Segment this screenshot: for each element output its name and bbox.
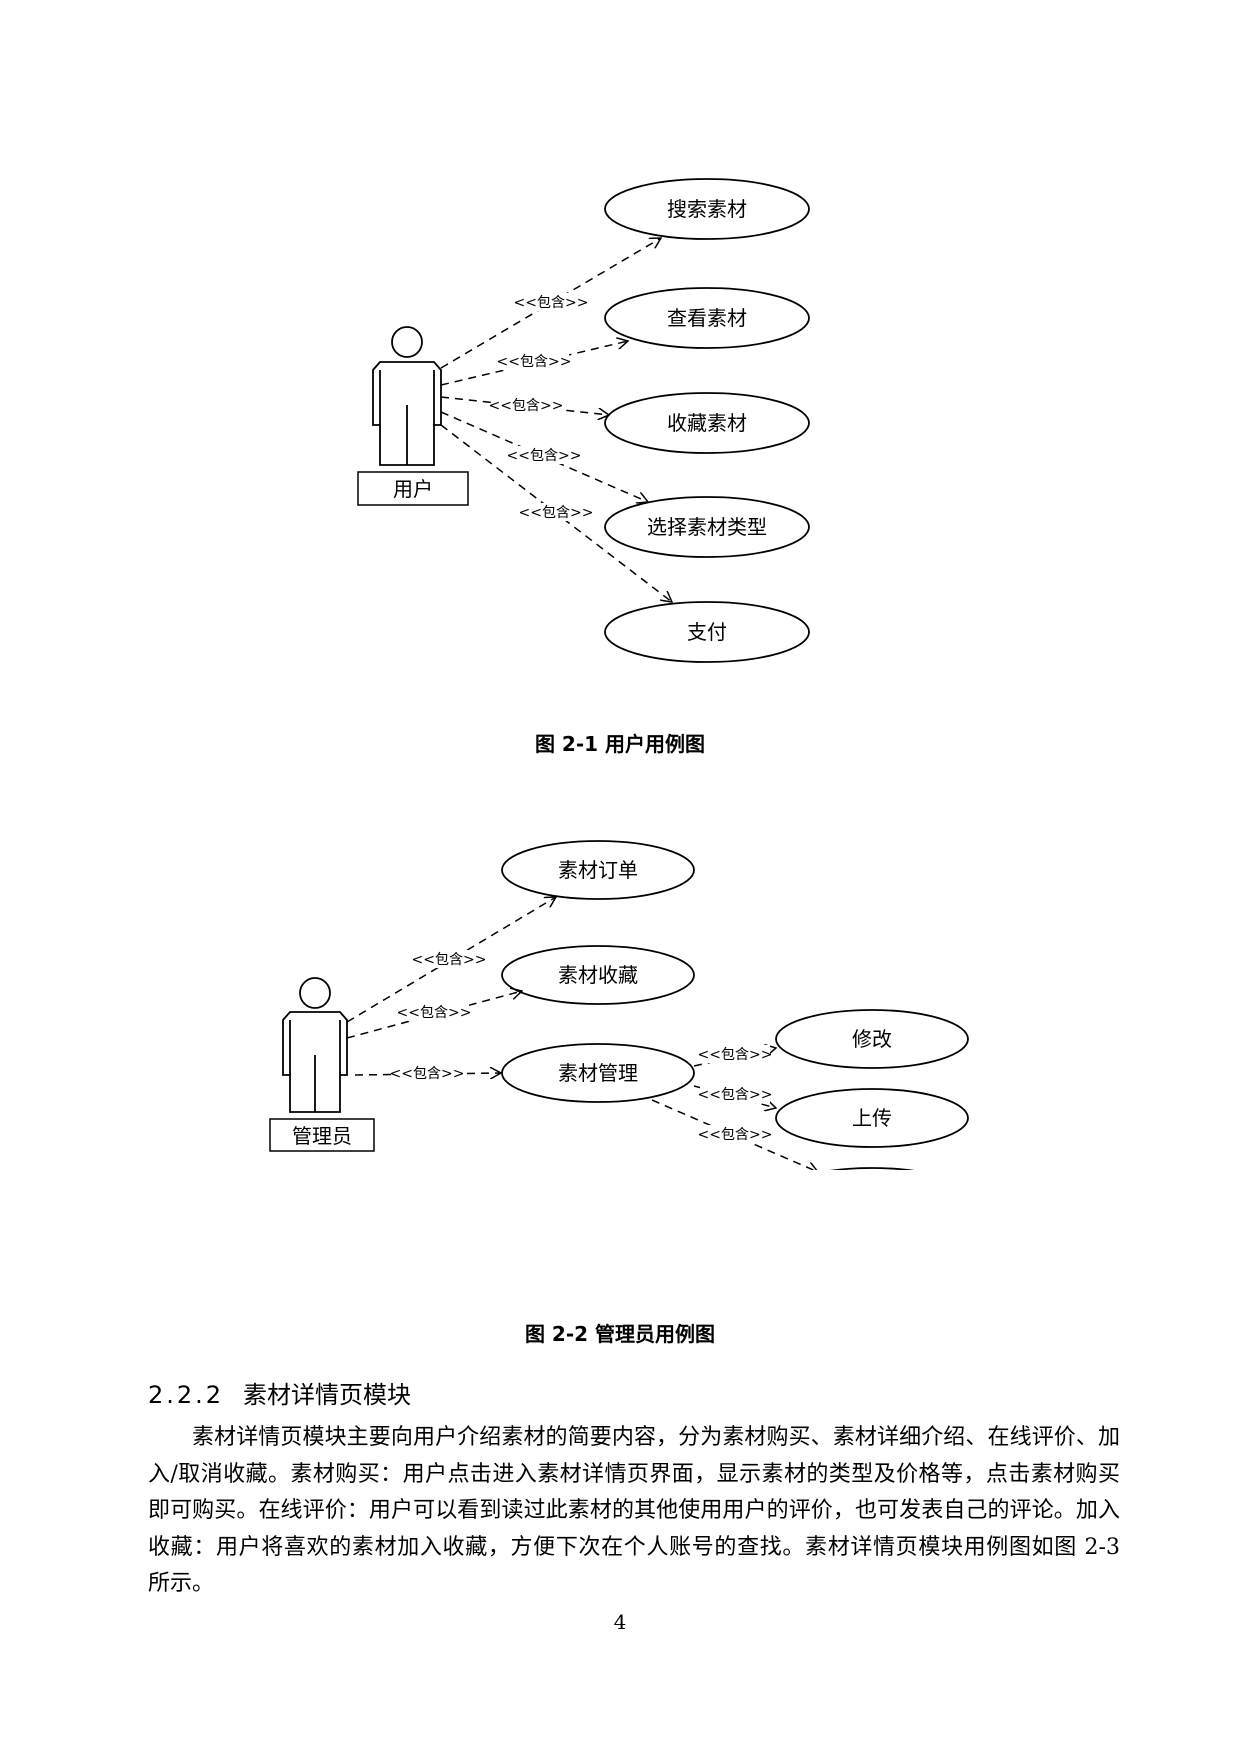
user-actor-label: 用户 xyxy=(393,477,433,501)
use-case-pay xyxy=(604,601,810,663)
use-case-manage-label: 素材管理 xyxy=(558,1061,638,1085)
include-label-modify: <<包含>> xyxy=(698,1047,773,1063)
include-label-upload: <<包含>> xyxy=(698,1087,773,1103)
section-heading: 2.2.2 素材详情页模块 xyxy=(148,1375,411,1410)
use-case-order xyxy=(501,840,695,900)
include-label-view: <<包含>> xyxy=(497,354,572,370)
include-label-delete: <<包含>> xyxy=(698,1127,773,1143)
use-case-search xyxy=(604,178,810,240)
admin-actor xyxy=(269,977,375,1152)
use-case-upload-label: 上传 xyxy=(852,1106,892,1130)
use-case-view-label: 查看素材 xyxy=(667,306,747,330)
user-use-case-diagram: 用户 搜索素材 查看素材 收藏素材 选择素材类型 支付 <<包含>> <<包含>… xyxy=(357,178,810,663)
include-edge-order xyxy=(346,897,556,1023)
use-case-favorite xyxy=(604,392,810,454)
use-case-search-label: 搜索素材 xyxy=(667,197,747,221)
use-case-order-label: 素材订单 xyxy=(558,858,638,882)
include-label-pay: <<包含>> xyxy=(519,505,594,521)
include-label-select-type: <<包含>> xyxy=(507,448,582,464)
figure-caption-2-2: 图 2-2 管理员用例图 xyxy=(524,1322,716,1346)
section-body: 素材详情页模块主要向用户介绍素材的简要内容，分为素材购买、素材详细介绍、在线评价… xyxy=(148,1425,1120,1596)
use-case-pay-label: 支付 xyxy=(687,620,727,644)
figure-caption-2-1: 图 2-1 用户用例图 xyxy=(534,732,706,756)
include-label-search: <<包含>> xyxy=(514,295,589,311)
section-title: 素材详情页模块 xyxy=(243,1381,411,1409)
use-case-select-type xyxy=(604,496,810,558)
page-number: 4 xyxy=(613,1610,627,1634)
include-edge-view xyxy=(440,341,628,386)
section-number: 2.2.2 xyxy=(148,1381,225,1409)
use-case-delete xyxy=(830,1167,914,1170)
use-case-modify-label: 修改 xyxy=(852,1027,892,1051)
use-case-select-type-label: 选择素材类型 xyxy=(647,515,767,539)
admin-use-case-diagram: 管理员 素材订单 素材收藏 素材管理 修改 上传 删除 <<包含>> <<包含>… xyxy=(269,840,969,1170)
include-label-order: <<包含>> xyxy=(412,952,487,968)
use-case-view xyxy=(604,287,810,349)
use-case-collection-label: 素材收藏 xyxy=(558,963,638,987)
use-case-upload xyxy=(775,1088,969,1148)
user-actor xyxy=(357,326,469,506)
admin-actor-label: 管理员 xyxy=(292,1124,352,1148)
use-case-favorite-label: 收藏素材 xyxy=(667,411,747,435)
use-case-modify xyxy=(775,1009,969,1069)
include-label-manage: <<包含>> xyxy=(390,1066,465,1082)
use-case-collection xyxy=(501,945,695,1005)
include-label-favorite: <<包含>> xyxy=(489,398,564,414)
include-label-collection: <<包含>> xyxy=(397,1005,472,1021)
